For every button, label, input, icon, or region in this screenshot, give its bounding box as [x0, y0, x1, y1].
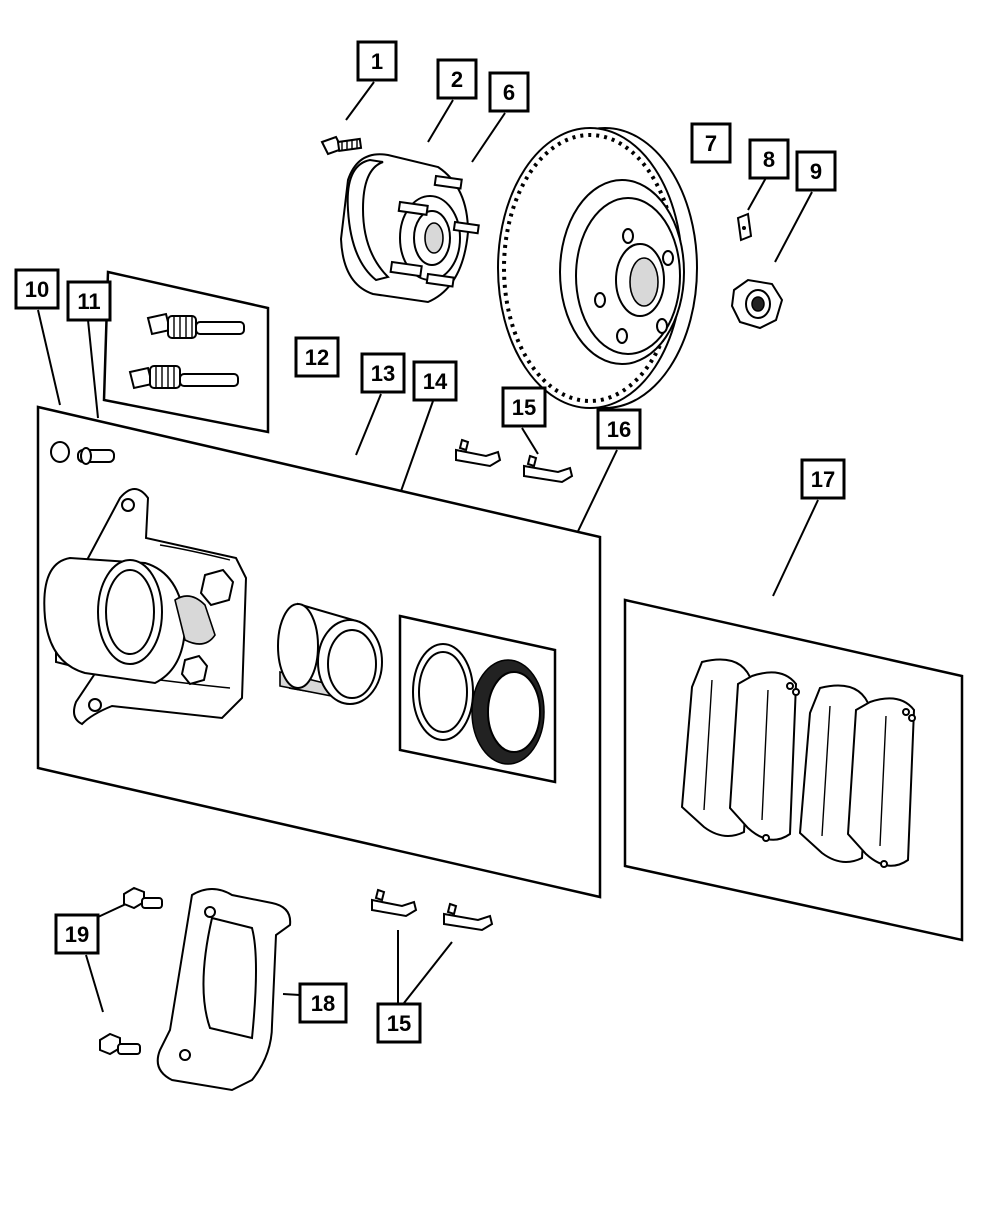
caliper-kit-panel	[36, 405, 602, 899]
slider-clips-lower	[371, 888, 494, 932]
callout-c6-text: 6	[503, 80, 515, 105]
wheel-bolt-part	[320, 135, 363, 156]
callout-c18-text: 18	[311, 991, 335, 1016]
callout-c19: 19	[54, 913, 100, 955]
piston-part	[277, 602, 383, 705]
callout-c18: 18	[298, 982, 348, 1024]
brake-pad-panel	[623, 598, 964, 942]
callout-c17: 17	[800, 458, 846, 500]
callout-c15b: 15	[376, 1002, 422, 1044]
callout-c11: 11	[66, 280, 112, 322]
callout-c15a: 15	[501, 386, 547, 428]
callout-c1-text: 1	[371, 49, 383, 74]
callout-c8: 8	[748, 138, 790, 180]
callout-c12: 12	[294, 336, 340, 378]
callout-c9: 9	[795, 150, 837, 192]
callout-c15a-text: 15	[512, 395, 536, 420]
hub-nut-part	[730, 278, 784, 330]
guide-pin-upper	[146, 312, 245, 339]
brake-pads	[680, 658, 916, 868]
callout-c14-text: 14	[423, 369, 448, 394]
callout-c12-text: 12	[305, 345, 329, 370]
leader-lines	[37, 81, 819, 1013]
callout-c7: 7	[690, 122, 732, 164]
callout-c2: 2	[436, 58, 478, 100]
callout-c17-text: 17	[811, 467, 835, 492]
bracket-bolts-part	[99, 886, 163, 1056]
callout-c19-text: 19	[65, 922, 89, 947]
hub-bearing-part	[339, 153, 480, 304]
callout-c14: 14	[412, 360, 458, 402]
bushing-and-pin	[50, 441, 115, 465]
clip-part	[736, 212, 753, 242]
callout-c16-text: 16	[607, 417, 631, 442]
guide-pin-lower	[128, 365, 239, 390]
callout-c13-text: 13	[371, 361, 395, 386]
caliper-bracket-part	[156, 888, 292, 1092]
callout-c9-text: 9	[810, 159, 822, 184]
guide-pin-panel	[102, 270, 270, 434]
callout-c7-text: 7	[705, 131, 717, 156]
callout-c6: 6	[488, 71, 530, 113]
callout-c8-text: 8	[763, 147, 775, 172]
callout-c10-text: 10	[25, 277, 49, 302]
callout-c2-text: 2	[451, 67, 463, 92]
callout-c11-text: 11	[77, 289, 100, 314]
brake-rotor-part	[497, 127, 698, 409]
seal-kit-panel	[398, 614, 557, 784]
callout-c10: 10	[14, 268, 60, 310]
callout-c15b-text: 15	[387, 1011, 411, 1036]
callout-c1: 1	[356, 40, 398, 82]
slider-clips-upper	[455, 438, 574, 484]
callout-c13: 13	[360, 352, 406, 394]
callout-c16: 16	[596, 408, 642, 450]
caliper-body-part	[43, 488, 248, 726]
